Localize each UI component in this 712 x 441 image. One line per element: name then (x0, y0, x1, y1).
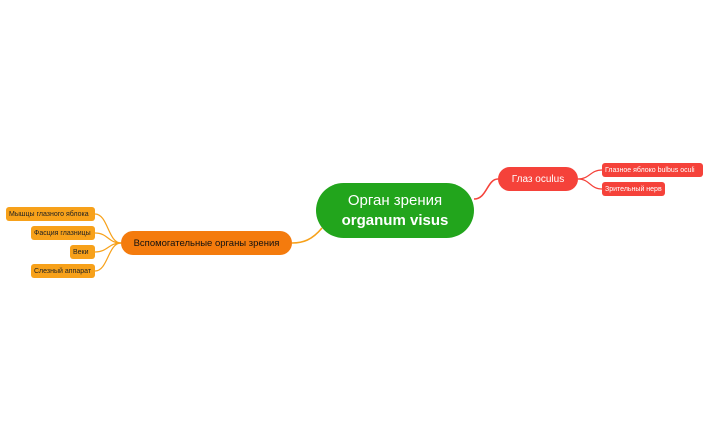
connector-eye-to-eyeball (577, 169, 603, 180)
connector-central-to-eye (473, 178, 499, 200)
connector-central-to-accessory (291, 227, 323, 244)
central-topic[interactable]: Орган зрения organum visus (316, 183, 474, 238)
leaf-eyeball[interactable]: Глазное яблоко bulbus oculi (602, 163, 703, 177)
leaf-eye-muscles-label: Мышцы глазного яблока (9, 210, 89, 218)
leaf-eyelids-label: Веки (73, 248, 89, 256)
central-topic-title: Орган зрения (347, 191, 443, 209)
leaf-orbital-fascia[interactable]: Фасция глазницы (31, 226, 95, 240)
connector-accessory-to-lacrimal (94, 242, 122, 272)
leaf-eyelids[interactable]: Веки (70, 245, 95, 259)
branch-accessory-organs[interactable]: Вспомогательные органы зрения (121, 231, 292, 255)
connector-eye-to-optic-nerve (577, 178, 603, 190)
central-topic-latin: organum visus (341, 211, 449, 229)
branch-eye[interactable]: Глаз oculus (498, 167, 578, 191)
leaf-lacrimal-apparatus[interactable]: Слезный аппарат (31, 264, 95, 278)
leaf-lacrimal-apparatus-label: Слезный аппарат (34, 267, 92, 275)
branch-eye-label: Глаз oculus (511, 173, 565, 185)
leaf-optic-nerve-label: Зрительный нерв (605, 185, 662, 193)
leaf-eyeball-label: Глазное яблоко bulbus oculi (605, 166, 695, 174)
leaf-eye-muscles[interactable]: Мышцы глазного яблока (6, 207, 95, 221)
leaf-orbital-fascia-label: Фасция глазницы (34, 229, 91, 237)
leaf-optic-nerve[interactable]: Зрительный нерв (602, 182, 665, 196)
branch-accessory-organs-label: Вспомогательные органы зрения (133, 237, 280, 249)
